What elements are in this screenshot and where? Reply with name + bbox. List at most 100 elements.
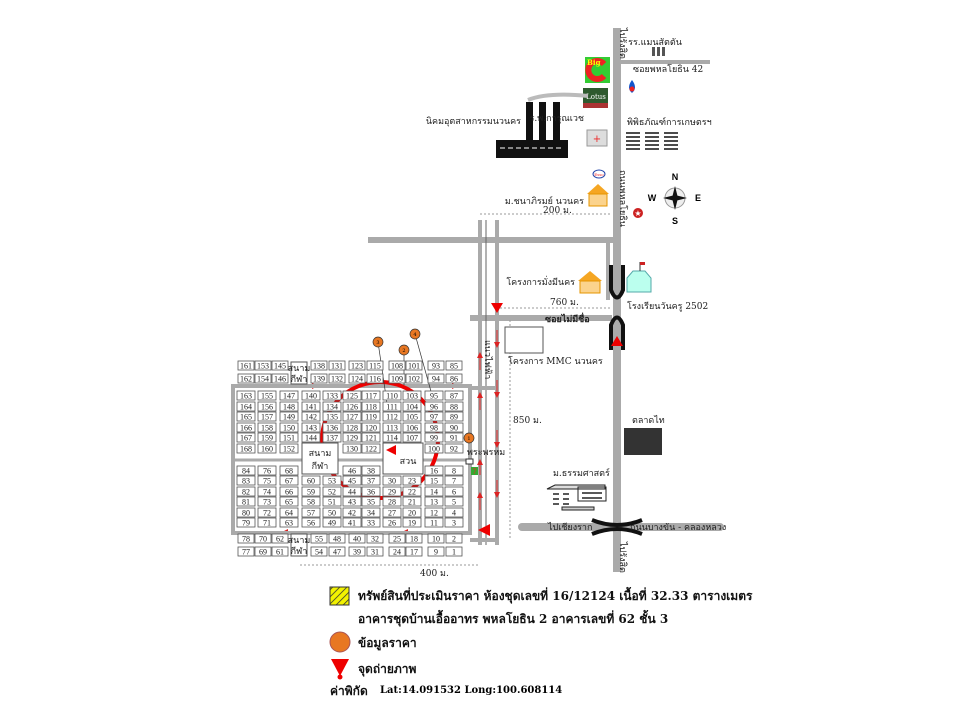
lot-number: 125 — [346, 392, 358, 401]
lot-number: 102 — [408, 375, 420, 384]
lot-number: 17 — [410, 548, 418, 557]
overpass-icon — [591, 265, 643, 536]
lot-number: 44 — [348, 488, 356, 497]
lot-number: 139 — [313, 375, 325, 384]
lot: 37 — [361, 475, 381, 486]
lot-number: 148 — [283, 403, 295, 412]
mmc-project-plot — [504, 326, 544, 354]
price-point-label: 4 — [413, 332, 416, 338]
bigc-text: Big — [587, 58, 601, 67]
lot-number: 84 — [242, 467, 250, 476]
distance-400m-label: 400 ม. — [420, 569, 449, 579]
lot: 119 — [361, 411, 381, 422]
lot-number: 163 — [240, 392, 252, 401]
lot-number: 101 — [408, 362, 420, 371]
photo-point-icon[interactable] — [386, 445, 396, 455]
lot-number: 40 — [353, 535, 361, 544]
lot: 159 — [257, 432, 277, 443]
lot: 8 — [444, 465, 464, 476]
lot-number: 26 — [388, 519, 396, 528]
lot: 144 — [301, 432, 321, 443]
lot: 166 — [236, 422, 256, 433]
lot-number: 91 — [450, 434, 458, 443]
lot-number: 153 — [257, 362, 269, 371]
price-point-marker[interactable]: 4 — [409, 328, 421, 340]
lot-number: 60 — [307, 477, 315, 486]
lot: 24 — [388, 546, 406, 557]
lot-number: 21 — [408, 498, 416, 507]
lot-number: 112 — [386, 413, 398, 422]
lot-number: 31 — [371, 548, 379, 557]
lot: 74 — [257, 486, 277, 497]
lot-number: 147 — [283, 392, 295, 401]
stadium-label-bottom: กีฬา — [312, 461, 329, 472]
lot: 34 — [361, 507, 381, 518]
lot: 12 — [424, 507, 444, 518]
lot-number: 144 — [305, 434, 317, 443]
lot: 61 — [271, 546, 289, 557]
bangkhan-road-label: ถนนบางขัน - คลองหลวง — [630, 523, 726, 533]
lot-number: 132 — [331, 375, 343, 384]
lot: 82 — [236, 486, 256, 497]
lot-number: 69 — [259, 548, 267, 557]
lot: 88 — [444, 401, 464, 412]
lot: 162 — [237, 373, 255, 384]
lot-number: 70 — [259, 535, 267, 544]
lot-number: 35 — [367, 498, 375, 507]
school-building-icon — [652, 47, 665, 56]
photo-point-icon[interactable] — [478, 524, 490, 536]
lot: 71 — [257, 517, 277, 528]
lot: 44 — [342, 486, 362, 497]
lot: 64 — [279, 507, 299, 518]
lot-number: 145 — [274, 362, 286, 371]
distance-760m-label: 760 ม. — [550, 298, 579, 308]
photo-point-icon[interactable] — [611, 336, 623, 346]
lot: 45 — [342, 475, 362, 486]
lot-number: 88 — [450, 403, 458, 412]
lot-number: 80 — [242, 509, 250, 518]
svg-text:★: ★ — [634, 209, 641, 218]
talad-thai-label: ตลาดไท — [632, 415, 665, 426]
lot-number: 122 — [365, 445, 377, 454]
legend-photo-point: จุดถ่ายภาพ — [358, 662, 417, 677]
lot-number: 129 — [346, 434, 358, 443]
lot: 157 — [257, 411, 277, 422]
power-line-label: แนวไฟฟ้า — [482, 340, 493, 379]
brahma-shrine-icon — [465, 458, 474, 465]
lot: 54 — [310, 546, 328, 557]
lot: 92 — [444, 443, 464, 454]
lot: 39 — [348, 546, 366, 557]
lot-number: 110 — [386, 392, 398, 401]
lot-number: 100 — [428, 445, 440, 454]
lot: 125 — [342, 390, 362, 401]
lot: 53 — [322, 475, 342, 486]
lot-number: 143 — [305, 424, 317, 433]
thammasat-label: ม.ธรรมศาสตร์ — [553, 467, 610, 479]
lot: 49 — [322, 517, 342, 528]
lot-number: 66 — [285, 488, 293, 497]
lot: 154 — [254, 373, 272, 384]
lot-number: 152 — [283, 445, 295, 454]
lot: 11 — [424, 517, 444, 528]
lot: 19 — [402, 517, 422, 528]
lot: 148 — [279, 401, 299, 412]
lot: 132 — [328, 373, 346, 384]
museum-icon — [626, 132, 678, 150]
lot: 2 — [445, 533, 463, 544]
lot-number: 9 — [434, 548, 438, 557]
lot-number: 15 — [430, 477, 438, 486]
lot-number: 5 — [452, 498, 456, 507]
price-point-marker[interactable]: 2 — [398, 344, 410, 356]
photo-point-icon[interactable] — [491, 303, 503, 313]
esso-text: Esso — [594, 172, 604, 177]
lot: 27 — [382, 507, 402, 518]
lot: 122 — [361, 443, 381, 454]
lot: 72 — [257, 507, 277, 518]
legend-subject-line2: อาคารชุดบ้านเอื้ออาทร พหลโยธิน 2 อาคารเล… — [358, 609, 668, 627]
price-point-marker[interactable]: 1 — [463, 432, 475, 444]
esso-icon: Esso — [592, 169, 606, 179]
price-point-marker[interactable]: 3 — [372, 336, 384, 348]
lot: 22 — [402, 486, 422, 497]
lot-number: 93 — [432, 362, 440, 371]
lot-number: 46 — [348, 467, 356, 476]
